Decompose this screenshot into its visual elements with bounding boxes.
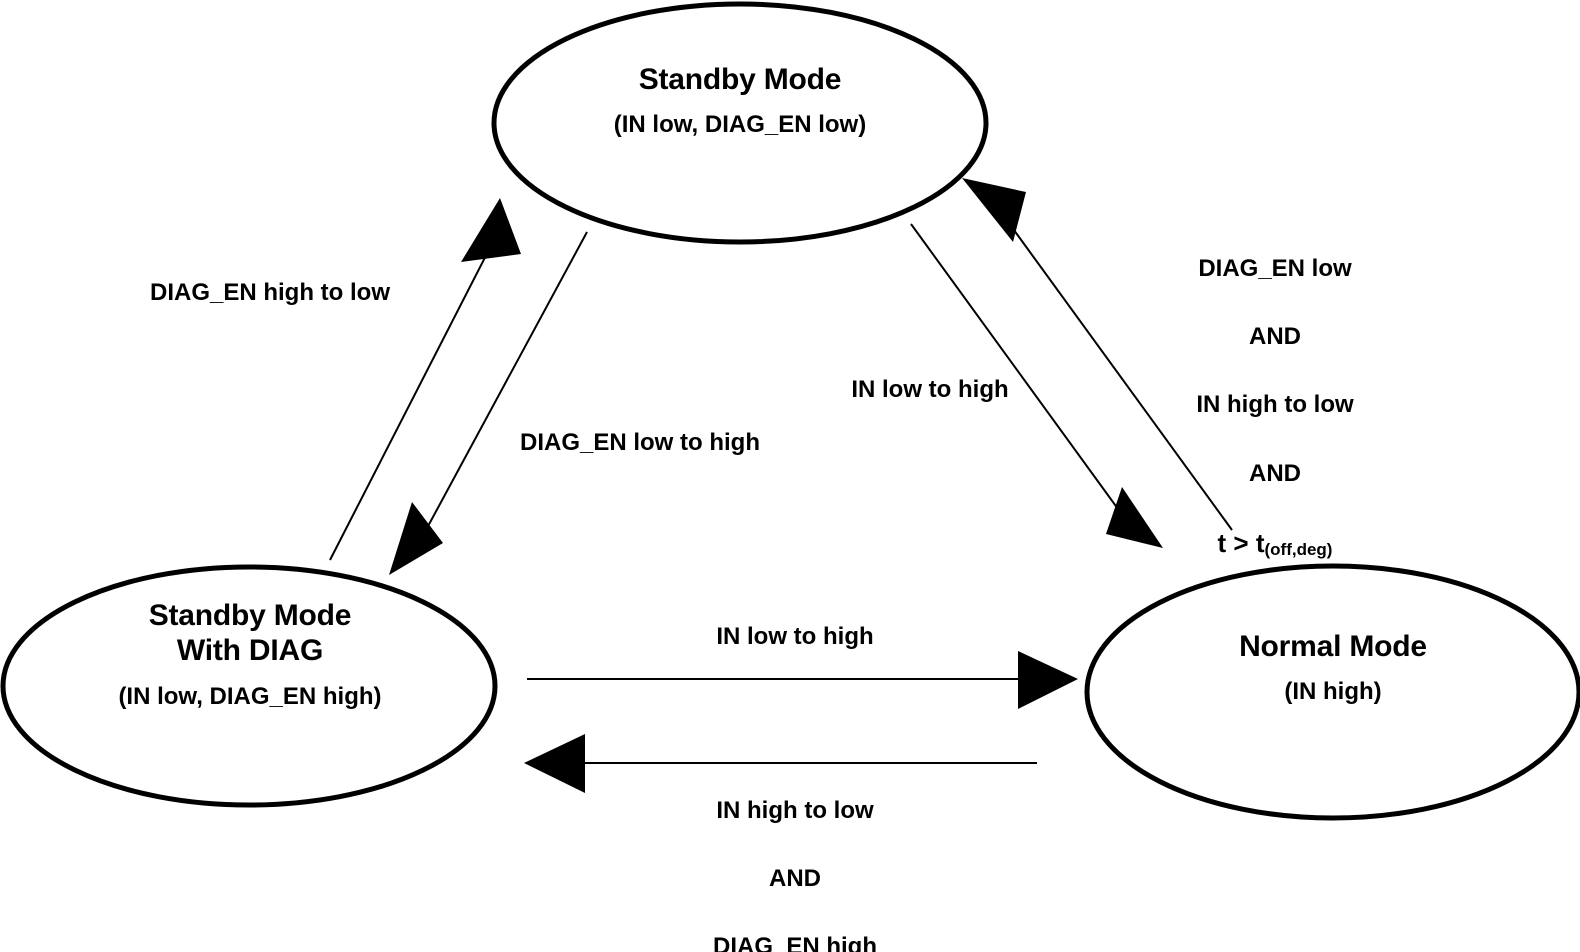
edge-normal-to-standby-with-diag-arrow xyxy=(524,734,1037,793)
edge-diag-low-to-high-arrow xyxy=(389,231,588,575)
edge-label-diag-high-to-low: DIAG_EN high to low xyxy=(150,279,390,306)
node-normal-mode-shape[interactable] xyxy=(1084,563,1580,821)
edge-label-normal-to-standby-with-diag-line-2: DIAG_EN high xyxy=(712,933,877,952)
edge-label-normal-to-standby-line-2: IN high to low xyxy=(1196,391,1354,419)
edge-label-in-low-to-high-diagonal: IN low to high xyxy=(851,376,1009,403)
edge-label-normal-to-standby: DIAG_EN low AND IN high to low AND t > t… xyxy=(1125,218,1425,562)
edge-label-normal-to-standby-time-subscript: (off,deg) xyxy=(1264,539,1333,559)
edge-in-low-to-high-diagonal-arrow xyxy=(910,223,1163,548)
edge-normal-to-standby-arrow xyxy=(962,178,1233,531)
edge-in-low-to-high-horizontal-arrow xyxy=(527,651,1078,709)
edge-diag-high-to-low-arrow xyxy=(329,198,521,561)
edge-label-normal-to-standby-with-diag: IN high to low AND DIAG_EN high AND t > … xyxy=(645,760,945,952)
edge-label-normal-to-standby-with-diag-line-1: AND xyxy=(769,865,821,893)
edge-label-normal-to-standby-line-0: DIAG_EN low xyxy=(1198,255,1352,283)
edge-label-normal-to-standby-with-diag-line-0: IN high to low xyxy=(716,797,874,825)
edge-label-normal-to-standby-line-3: AND xyxy=(1249,459,1301,487)
edge-label-diag-low-to-high: DIAG_EN low to high xyxy=(520,429,760,456)
node-standby-mode-shape[interactable] xyxy=(491,1,989,245)
edge-label-normal-to-standby-time-prefix: t > t xyxy=(1217,527,1265,558)
node-standby-mode-with-diag-shape[interactable] xyxy=(0,564,498,808)
edge-label-in-low-to-high-horizontal: IN low to high xyxy=(716,623,874,650)
edge-label-normal-to-standby-line-1: AND xyxy=(1249,323,1301,351)
